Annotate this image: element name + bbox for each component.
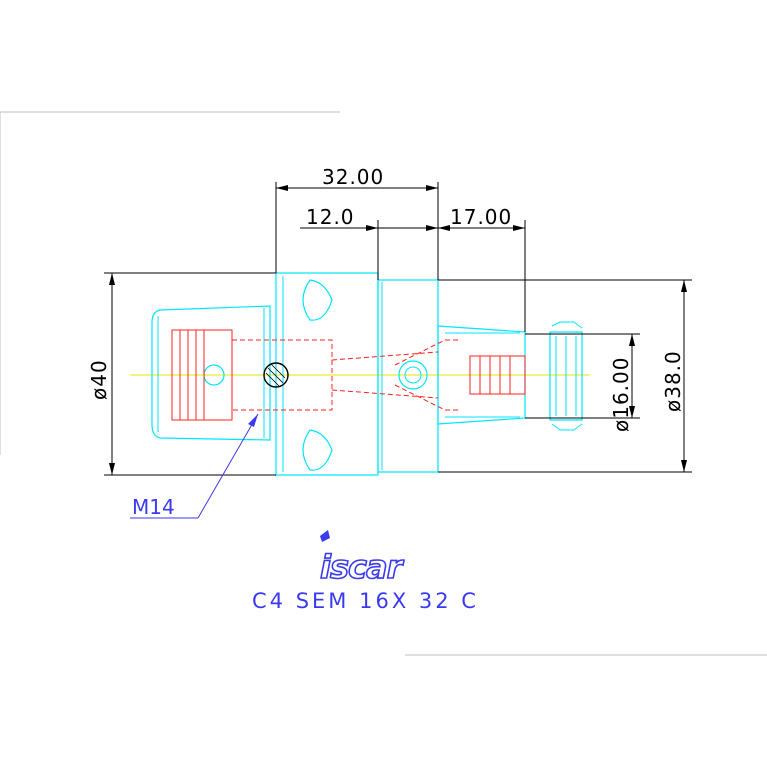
- dimension-dia-40: ø40: [87, 359, 111, 400]
- dimension-32: 32.00: [322, 165, 384, 189]
- callout-m14: M14: [132, 495, 175, 519]
- dimension-dia-38: ø38.0: [661, 350, 685, 412]
- dimension-17: 17.00: [450, 205, 512, 229]
- dimension-lines: [104, 182, 692, 476]
- logo-text: iscar: [320, 548, 405, 586]
- iscar-logo: iscar: [319, 530, 406, 587]
- holder-outline: [151, 272, 583, 476]
- model-code: C4 SEM 16X 32 C: [252, 589, 479, 613]
- dimension-arrows: [109, 185, 687, 475]
- dimension-12: 12.0: [306, 205, 355, 229]
- dimension-dia-16: ø16.00: [609, 357, 633, 433]
- internal-features: [171, 329, 526, 421]
- screw-head: [263, 362, 289, 388]
- thread-callout: [130, 413, 259, 519]
- sheet-frame: [0, 111, 767, 656]
